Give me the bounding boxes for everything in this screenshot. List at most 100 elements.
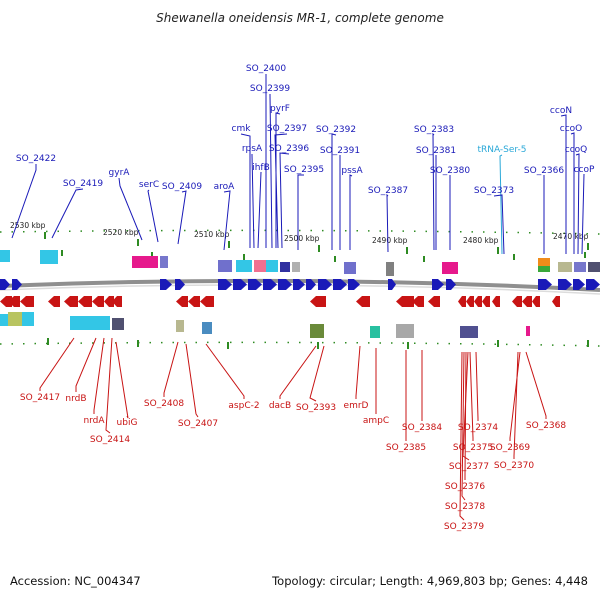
gene-callout-line <box>205 343 245 399</box>
feature-block <box>538 258 550 266</box>
feature-block <box>0 314 8 326</box>
gene-arrow-reverse <box>482 296 490 307</box>
forward-gene-label: serC <box>139 180 159 190</box>
gene-callout-line <box>297 174 304 250</box>
gene-callout-line <box>177 190 187 245</box>
gene-callout-line <box>331 133 337 250</box>
gene-arrow-reverse <box>396 296 414 307</box>
gene-arrow-forward <box>558 279 572 290</box>
gene-arrow-reverse <box>0 296 12 307</box>
gene-arrow-forward <box>573 279 585 290</box>
feature-block <box>132 256 158 268</box>
gene-callout-line <box>275 112 281 248</box>
gene-arrow-reverse <box>466 296 474 307</box>
gene-arrow-reverse <box>112 296 122 307</box>
gene-arrow-reverse <box>474 296 482 307</box>
feature-block <box>538 266 550 272</box>
gene-arrow-reverse <box>310 296 326 307</box>
gene-callout-line <box>75 337 97 392</box>
gene-callout-line <box>11 164 37 239</box>
gene-callout-line <box>349 174 353 250</box>
gene-callout-line <box>118 177 143 241</box>
gene-callout-line <box>147 189 159 243</box>
reverse-gene-label: SO_2369 <box>490 443 530 453</box>
gene-arrow-forward <box>278 279 292 290</box>
gene-callout-line <box>581 173 585 255</box>
forward-gene-label: gyrA <box>109 168 131 178</box>
gene-callout-line <box>279 152 290 249</box>
reverse-gene-label: SO_2393 <box>296 403 336 413</box>
gene-callout-line <box>223 190 231 251</box>
reverse-gene-label: SO_2375 <box>453 443 493 453</box>
forward-gene-label: SO_2387 <box>368 186 408 196</box>
gene-arrow-reverse <box>188 296 200 307</box>
feature-block <box>218 260 232 272</box>
gene-arrow-reverse <box>20 296 34 307</box>
map-title: Shewanella oneidensis MR-1, complete gen… <box>156 11 444 25</box>
forward-gene-label: tRNA-Ser-5 <box>477 145 526 155</box>
scale-arc-reverse <box>0 341 600 347</box>
forward-gene-label: SO_2381 <box>416 146 456 156</box>
gene-arrow-reverse <box>78 296 92 307</box>
gene-callout-line <box>355 345 361 399</box>
feature-block <box>254 260 266 272</box>
gene-callout-line <box>163 341 179 397</box>
gene-arrow-reverse <box>492 296 500 307</box>
reverse-gene-label: SO_2376 <box>445 482 485 492</box>
gene-callout-line <box>464 351 467 480</box>
reverse-gene-label: SO_2368 <box>526 421 566 431</box>
gene-callout-line <box>513 351 519 459</box>
gene-arrow-reverse <box>104 296 114 307</box>
reverse-gene-label: SO_2377 <box>449 462 489 472</box>
forward-gene-label: ccoP <box>574 165 595 175</box>
gene-arrow-reverse <box>356 296 370 307</box>
forward-gene-label: SO_2397 <box>267 124 307 134</box>
gene-callout-line <box>309 345 325 402</box>
feature-block <box>574 262 586 272</box>
reverse-gene-label: SO_2374 <box>458 423 498 433</box>
gene-arrow-reverse <box>176 296 188 307</box>
feature-block <box>310 324 324 338</box>
gene-arrow-forward <box>218 279 232 290</box>
gene-arrow-forward <box>248 279 262 290</box>
forward-gene-label: SO_2373 <box>474 186 514 196</box>
reverse-gene-label: SO_2414 <box>90 435 130 445</box>
feature-block <box>0 250 10 262</box>
gene-callout-line <box>269 94 273 249</box>
forward-gene-label: SO_2391 <box>320 146 360 156</box>
gene-arrow-forward <box>293 279 305 290</box>
gene-arrow-forward <box>586 279 600 290</box>
forward-gene-label: SO_2366 <box>524 166 564 176</box>
forward-gene-label: ihfB <box>252 163 270 173</box>
gene-callout-line <box>279 345 317 399</box>
gene-callout-line <box>251 154 255 249</box>
gene-arrow-forward <box>446 279 456 290</box>
gene-callout-line <box>570 132 575 254</box>
feature-block <box>280 262 290 272</box>
gene-arrow-reverse <box>428 296 440 307</box>
gene-arrow-forward <box>348 279 360 290</box>
feature-block <box>8 312 22 326</box>
feature-block <box>160 256 168 268</box>
gene-arrow-reverse <box>458 296 466 307</box>
forward-gene-label: aroA <box>214 182 236 192</box>
forward-gene-label: ccoO <box>560 124 583 134</box>
scale-tick-label: 2500 kbp <box>284 234 320 243</box>
reverse-gene-label: SO_2417 <box>20 393 60 403</box>
feature-block <box>460 326 478 338</box>
genome-summary-text: Topology: circular; Length: 4,969,803 bp… <box>272 574 588 588</box>
gene-arrow-forward <box>388 279 396 290</box>
gene-callout-line <box>459 351 465 521</box>
feature-block <box>86 316 110 330</box>
gene-arrow-reverse <box>552 296 560 307</box>
forward-gene-label: SO_2409 <box>162 182 202 192</box>
gene-arrow-forward <box>318 279 332 290</box>
reverse-gene-label: SO_2407 <box>178 419 218 429</box>
reverse-gene-label: ubiG <box>117 418 138 428</box>
forward-gene-label: SO_2396 <box>269 144 309 154</box>
gene-callout-line <box>493 194 505 255</box>
